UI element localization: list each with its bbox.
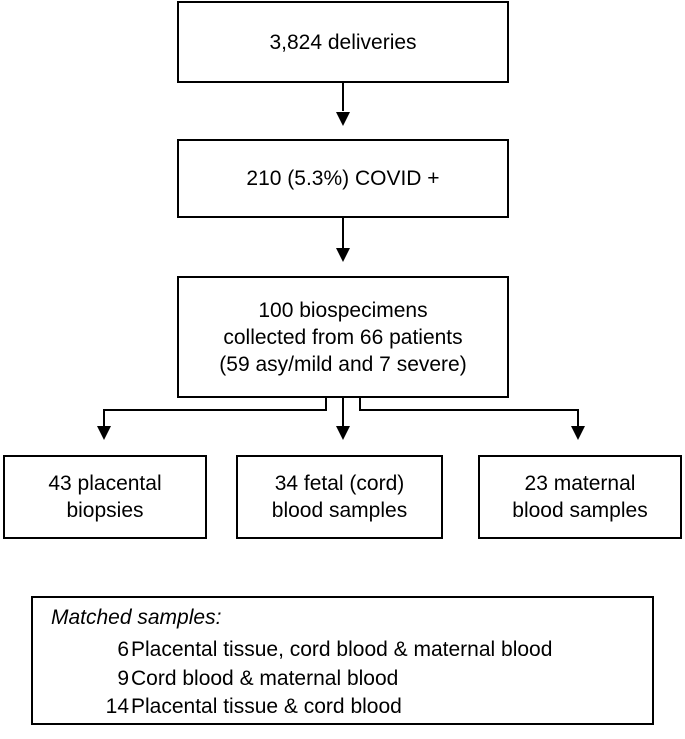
covid-positive-box: 210 (5.3%) COVID + bbox=[177, 139, 509, 218]
biospecimens-box: 100 biospecimens collected from 66 patie… bbox=[177, 276, 509, 398]
matched-samples-box: Matched samples: 6 Placental tissue, cor… bbox=[31, 596, 654, 725]
matched-row: 6 Placental tissue, cord blood & materna… bbox=[33, 636, 652, 663]
biospecimens-line-3: (59 asy/mild and 7 severe) bbox=[219, 352, 467, 376]
matched-count: 6 bbox=[117, 638, 129, 661]
biospecimens-line-2: collected from 66 patients bbox=[223, 325, 463, 349]
placental-biopsies-box: 43 placental biopsies bbox=[3, 455, 207, 539]
matched-description: Placental tissue, cord blood & maternal … bbox=[131, 638, 553, 661]
arrowhead-maternal bbox=[571, 426, 585, 440]
maternal-line-1: 23 maternal bbox=[524, 472, 636, 495]
deliveries-box: 3,824 deliveries bbox=[177, 1, 509, 83]
arrow-to-placental bbox=[103, 398, 327, 426]
covid-positive-label: 210 (5.3%) COVID + bbox=[246, 167, 440, 190]
arrowhead-fetal bbox=[336, 426, 350, 440]
placental-line-1: 43 placental bbox=[48, 472, 162, 495]
matched-row: 14 Placental tissue & cord blood bbox=[33, 693, 652, 720]
arrowhead-placental bbox=[97, 426, 111, 440]
arrowhead-biospecimens bbox=[336, 248, 350, 262]
fetal-line-2: blood samples bbox=[271, 499, 408, 522]
matched-samples-title: Matched samples: bbox=[51, 606, 222, 629]
maternal-line-2: blood samples bbox=[512, 499, 648, 522]
matched-row: 9 Cord blood & maternal blood bbox=[33, 665, 652, 692]
deliveries-label: 3,824 deliveries bbox=[269, 30, 417, 54]
fetal-line-1: 34 fetal (cord) bbox=[274, 472, 405, 495]
matched-description: Cord blood & maternal blood bbox=[131, 667, 399, 690]
arrow-to-maternal bbox=[359, 398, 579, 426]
matched-description: Placental tissue & cord blood bbox=[131, 695, 402, 718]
placental-line-2: biopsies bbox=[66, 499, 144, 522]
fetal-blood-box: 34 fetal (cord) blood samples bbox=[236, 455, 443, 539]
arrowhead-covid bbox=[336, 112, 350, 126]
matched-count: 14 bbox=[105, 695, 129, 718]
matched-count: 9 bbox=[117, 667, 129, 690]
biospecimens-line-1: 100 biospecimens bbox=[258, 298, 428, 322]
maternal-blood-box: 23 maternal blood samples bbox=[478, 455, 682, 539]
